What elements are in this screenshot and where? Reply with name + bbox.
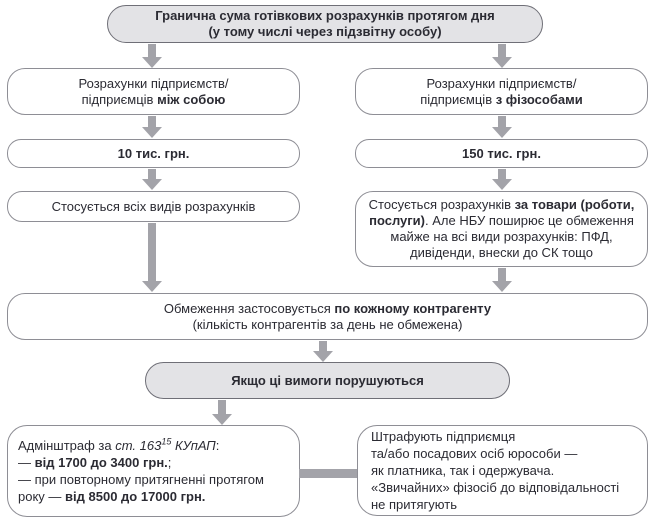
arrow-down-icon: [142, 223, 162, 292]
arrow-down-icon: [492, 44, 512, 68]
connector-bar: [299, 469, 358, 478]
node-payments-between-businesses: Розрахунки підприємств/підприємців між с…: [7, 68, 300, 115]
node-text: Розрахунки підприємств/підприємців з фіз…: [420, 75, 583, 107]
node-limit-150k: 150 тис. грн.: [355, 139, 648, 168]
arrow-down-icon: [212, 400, 232, 425]
node-text: 150 тис. грн.: [462, 145, 541, 161]
node-text: Адмінштраф за ст. 16315 КУпАП:— від 1700…: [18, 436, 264, 504]
node-text: Якщо ці вимоги порушуються: [231, 372, 424, 388]
node-text: Гранична сума готівкових розрахунків про…: [155, 8, 495, 39]
node-per-counterparty-rule: Обмеження застосовується по кожному конт…: [7, 293, 648, 340]
arrow-down-icon: [142, 116, 162, 138]
node-limit-10k: 10 тис. грн.: [7, 139, 300, 168]
arrow-down-icon: [313, 341, 333, 362]
node-payments-with-individuals: Розрахунки підприємств/підприємців з фіз…: [355, 68, 648, 115]
node-text: 10 тис. грн.: [117, 145, 190, 161]
arrow-down-icon: [142, 44, 162, 68]
node-text: Стосується розрахунків за товари (роботи…: [368, 197, 635, 260]
node-text: Розрахунки підприємств/підприємців між с…: [78, 75, 229, 107]
node-admin-fine: Адмінштраф за ст. 16315 КУпАП:— від 1700…: [7, 425, 300, 517]
node-scope-all-payments: Стосується всіх видів розрахунків: [7, 191, 300, 222]
arrow-down-icon: [492, 116, 512, 138]
node-text: Стосується всіх видів розрахунків: [51, 198, 256, 214]
node-daily-cash-limit-title: Гранична сума готівкових розрахунків про…: [107, 5, 543, 43]
node-scope-goods-services: Стосується розрахунків за товари (роботи…: [355, 191, 648, 267]
node-text: Обмеження застосовується по кожному конт…: [163, 300, 492, 332]
node-if-violated: Якщо ці вимоги порушуються: [145, 362, 510, 399]
arrow-down-icon: [492, 169, 512, 190]
arrow-down-icon: [492, 268, 512, 292]
arrow-down-icon: [142, 169, 162, 190]
